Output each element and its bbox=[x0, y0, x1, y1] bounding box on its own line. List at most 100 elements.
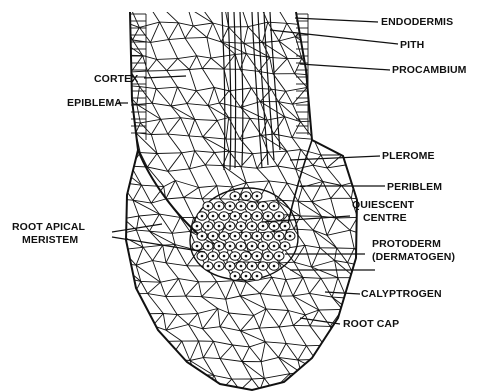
cell-wall bbox=[119, 234, 143, 247]
cell-wall bbox=[203, 10, 213, 23]
cell-nucleus bbox=[251, 225, 254, 228]
cell-wall bbox=[119, 219, 124, 235]
cell-wall bbox=[119, 250, 122, 263]
cell-wall bbox=[116, 343, 123, 363]
cell-wall bbox=[220, 345, 233, 359]
cell-wall bbox=[323, 182, 331, 199]
cell-wall bbox=[370, 267, 375, 280]
cell-wall bbox=[145, 375, 149, 389]
cell-wall bbox=[287, 59, 294, 74]
meristem-region bbox=[190, 188, 298, 280]
cell-wall bbox=[292, 138, 301, 150]
cell-wall bbox=[199, 188, 203, 199]
cell-wall bbox=[368, 149, 376, 165]
cell-wall bbox=[352, 359, 362, 378]
cell-wall bbox=[362, 375, 373, 378]
cell-wall bbox=[178, 23, 185, 38]
cell-wall bbox=[199, 341, 204, 358]
cell-nucleus bbox=[267, 255, 270, 258]
cell-wall bbox=[314, 135, 330, 139]
cell-wall bbox=[157, 154, 168, 172]
cell-wall bbox=[348, 263, 370, 268]
cell-wall bbox=[348, 248, 355, 262]
cell-wall bbox=[119, 263, 137, 266]
cell-wall bbox=[172, 231, 190, 233]
cell-wall bbox=[246, 54, 259, 72]
cell-wall bbox=[368, 165, 373, 183]
cell-wall bbox=[179, 374, 185, 392]
cell-wall bbox=[166, 263, 187, 266]
cell-wall bbox=[260, 6, 277, 8]
cell-wall bbox=[310, 293, 333, 297]
cell-wall bbox=[312, 39, 337, 53]
cell-nucleus bbox=[262, 245, 265, 248]
cell-wall bbox=[365, 105, 376, 117]
cell-wall bbox=[168, 153, 182, 172]
cell-wall bbox=[329, 134, 347, 135]
cell-wall bbox=[257, 168, 269, 181]
cell-wall bbox=[353, 6, 367, 9]
cell-nucleus bbox=[278, 215, 281, 218]
cell-nucleus bbox=[234, 235, 237, 238]
cell-wall bbox=[119, 263, 141, 282]
cell-wall bbox=[168, 118, 181, 134]
cell-wall bbox=[347, 71, 364, 75]
label-quiescent-centre-2: CENTRE bbox=[363, 212, 407, 224]
cell-wall bbox=[293, 325, 306, 345]
cell-wall bbox=[157, 59, 167, 70]
cell-wall bbox=[115, 8, 126, 22]
cell-wall bbox=[136, 265, 160, 282]
cell-wall bbox=[322, 117, 344, 120]
cell-wall bbox=[119, 263, 127, 278]
cell-wall bbox=[348, 134, 371, 137]
cell-wall bbox=[274, 117, 285, 134]
cell-wall bbox=[166, 263, 179, 279]
cell-wall bbox=[351, 42, 366, 44]
cell-wall bbox=[306, 345, 324, 346]
cell-wall bbox=[147, 154, 157, 168]
cell-wall bbox=[315, 359, 324, 372]
label-root-apical-meristem-1: ROOT APICAL bbox=[12, 221, 85, 233]
cell-nucleus bbox=[223, 215, 226, 218]
label-epiblema: EPIBLEMA bbox=[67, 97, 122, 109]
cell-wall bbox=[322, 89, 335, 104]
cell-wall bbox=[148, 282, 161, 293]
cell-wall bbox=[358, 54, 378, 59]
cell-wall bbox=[203, 329, 214, 342]
cell-wall bbox=[333, 53, 337, 73]
cell-wall bbox=[121, 85, 137, 104]
cell-wall bbox=[126, 154, 131, 167]
cell-wall bbox=[195, 151, 206, 165]
cell-wall bbox=[157, 153, 182, 154]
cell-nucleus bbox=[245, 255, 248, 258]
cell-wall bbox=[151, 40, 169, 43]
cell-nucleus bbox=[223, 235, 226, 238]
cell-wall bbox=[287, 23, 296, 36]
cell-wall bbox=[186, 296, 198, 313]
cell-wall bbox=[324, 345, 331, 358]
label-dermatogen: (DERMATOGEN) bbox=[372, 251, 455, 263]
cell-wall bbox=[240, 282, 246, 296]
cell-nucleus bbox=[262, 225, 265, 228]
cell-wall bbox=[203, 137, 215, 153]
label-plerome: PLEROME bbox=[382, 150, 435, 162]
cell-wall bbox=[114, 293, 135, 294]
cell-wall bbox=[163, 245, 166, 263]
cell-wall bbox=[148, 71, 157, 89]
cell-wall bbox=[260, 390, 273, 391]
cell-wall bbox=[253, 154, 257, 169]
cell-wall bbox=[287, 150, 301, 152]
cell-wall bbox=[240, 118, 250, 139]
cell-wall bbox=[190, 151, 195, 169]
cell-wall bbox=[187, 266, 199, 282]
cell-wall bbox=[356, 347, 368, 360]
cell-wall bbox=[187, 104, 208, 106]
cell-wall bbox=[218, 309, 229, 314]
cell-wall bbox=[185, 38, 197, 56]
cell-wall bbox=[139, 216, 150, 231]
cell-wall bbox=[241, 6, 248, 27]
cell-wall bbox=[213, 341, 232, 345]
cell-wall bbox=[307, 87, 322, 89]
cell-wall bbox=[134, 325, 157, 341]
cell-wall bbox=[280, 296, 288, 310]
